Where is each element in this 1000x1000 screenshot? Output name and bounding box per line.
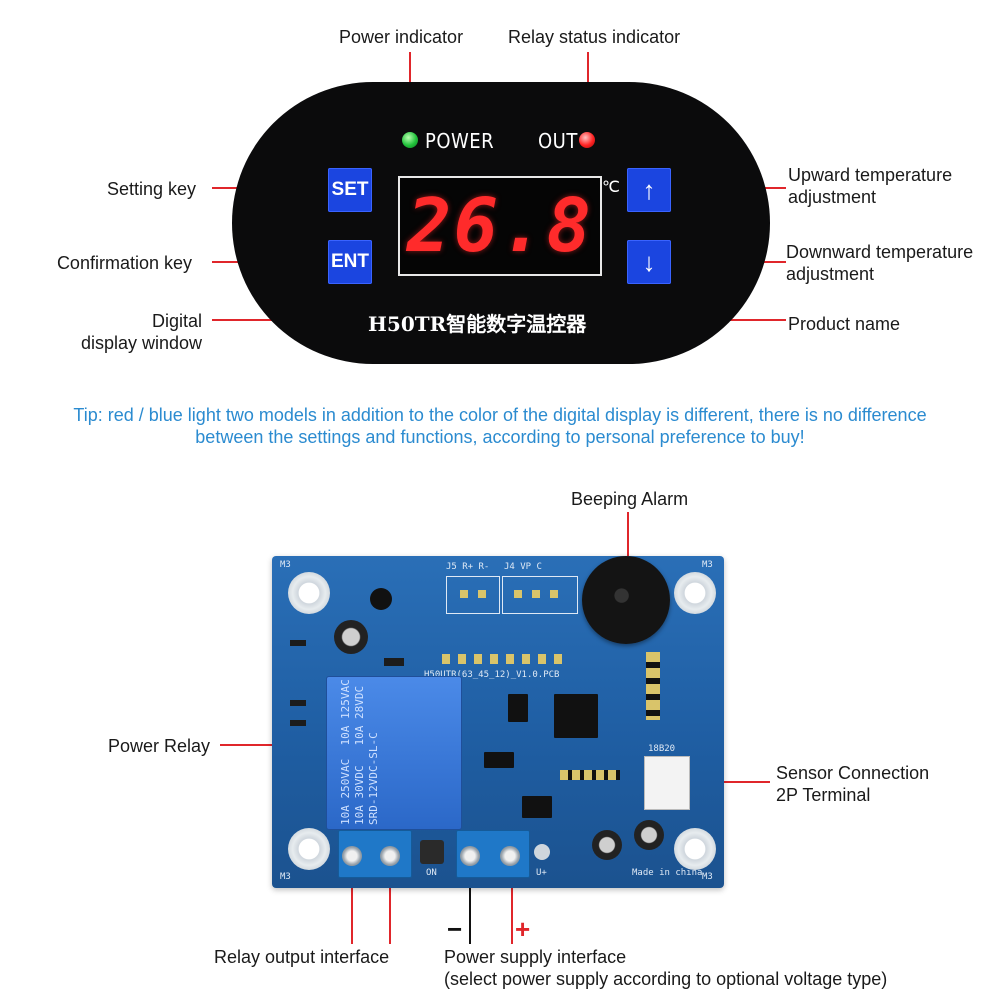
- power-led-icon: [402, 132, 418, 148]
- label-setting-key: Setting key: [106, 179, 196, 199]
- solder-pad: [534, 844, 550, 860]
- silk-j5: J5 R+ R-: [446, 562, 490, 572]
- transistor: [370, 588, 392, 610]
- smd-component: [384, 658, 404, 666]
- silk-u-plus: U+: [536, 868, 547, 878]
- smd-component: [290, 720, 306, 726]
- mount-hole-bottom-right: [674, 828, 716, 870]
- connector-j5-outline: [446, 576, 500, 614]
- positive-sign: +: [515, 914, 531, 944]
- label-power-supply-line1: Power supply interface: [444, 947, 627, 967]
- silk-m3-br: M3: [702, 872, 713, 882]
- silk-on: ON: [426, 868, 437, 878]
- connector-j4-outline: [502, 576, 578, 614]
- label-relay-status-indicator: Relay status indicator: [508, 27, 681, 47]
- temperature-readout: 26.8: [406, 183, 594, 269]
- capacitor-bottom-1: [592, 830, 622, 860]
- celsius-unit: ℃: [602, 179, 620, 196]
- out-label: OUT: [538, 129, 578, 153]
- power-positive-screw[interactable]: [500, 846, 520, 866]
- label-beeping-alarm: Beeping Alarm: [571, 489, 689, 509]
- label-upward-line2: adjustment: [788, 187, 877, 207]
- label-confirmation-key: Confirmation key: [56, 253, 192, 273]
- label-downward-line1: Downward temperature: [786, 242, 974, 262]
- mount-hole-top-left: [288, 572, 330, 614]
- capacitor-large: [334, 620, 368, 654]
- negative-sign: −: [447, 914, 463, 944]
- tip-line1: Tip: red / blue light two models in addi…: [73, 405, 927, 425]
- label-upward-line1: Upward temperature: [788, 165, 953, 185]
- label-product-name: Product name: [788, 314, 901, 334]
- label-digital-display-line1: Digital: [151, 311, 202, 331]
- ic-chip-small: [484, 752, 514, 768]
- relay-spec: 10A 250VAC 10A 125VAC 10A 30VDC 10A 28VD…: [339, 679, 380, 825]
- silk-m3-bl: M3: [280, 872, 291, 882]
- pin: [478, 590, 486, 598]
- out-led-icon: [579, 132, 595, 148]
- pin: [532, 590, 540, 598]
- ic-chip: [508, 694, 528, 722]
- label-relay-output: Relay output interface: [214, 947, 390, 967]
- silk-board-label: H50UTR(63_45_12)_V1.0.PCB: [424, 670, 560, 680]
- label-sensor-line1: Sensor Connection: [776, 763, 930, 783]
- digital-display-window: 26.8: [398, 176, 602, 276]
- silk-sensor: 18B20: [648, 744, 676, 754]
- ent-button[interactable]: ENT: [328, 240, 372, 284]
- power-negative-screw[interactable]: [460, 846, 480, 866]
- tip-line2: between the settings and functions, acco…: [195, 427, 805, 447]
- product-name-text: H50TR智能数字温控器: [368, 312, 587, 336]
- mount-hole-top-right: [674, 572, 716, 614]
- pin-header-mid: [560, 770, 620, 780]
- label-downward-line2: adjustment: [786, 264, 875, 284]
- regulator-chip: [522, 796, 552, 818]
- power-label: POWER: [425, 129, 495, 153]
- label-power-supply-line2: (select power supply according to option…: [444, 969, 888, 989]
- buzzer: [582, 556, 670, 644]
- pin-header-top: [442, 654, 562, 664]
- silk-made-in-china: Made in china: [632, 868, 703, 878]
- mount-hole-bottom-left: [288, 828, 330, 870]
- silk-m3-tl: M3: [280, 560, 291, 570]
- label-digital-display-line2: display window: [80, 333, 202, 353]
- capacitor-bottom-2: [634, 820, 664, 850]
- pin-header-right: [646, 652, 660, 720]
- pin: [514, 590, 522, 598]
- down-arrow-button[interactable]: ↓: [627, 240, 671, 284]
- sensor-connector: [644, 756, 690, 810]
- set-button[interactable]: SET: [328, 168, 372, 212]
- microcontroller-chip: [554, 694, 598, 738]
- led-component: [420, 840, 444, 864]
- relay-output-screw-1[interactable]: [342, 846, 362, 866]
- label-power-relay: Power Relay: [108, 736, 211, 756]
- smd-component: [290, 640, 306, 646]
- pin: [460, 590, 468, 598]
- up-arrow-button[interactable]: ↑: [627, 168, 671, 212]
- pin: [550, 590, 558, 598]
- power-relay: 10A 250VAC 10A 125VAC 10A 30VDC 10A 28VD…: [326, 676, 462, 830]
- silk-j4: J4 VP C: [504, 562, 542, 572]
- relay-output-screw-2[interactable]: [380, 846, 400, 866]
- label-sensor-line2: 2P Terminal: [776, 785, 871, 805]
- silk-m3-tr: M3: [702, 560, 713, 570]
- label-power-indicator: Power indicator: [339, 27, 464, 47]
- smd-component: [290, 700, 306, 706]
- relay-spec-text: 10A 250VAC 10A 125VAC 10A 30VDC 10A 28VD…: [339, 675, 381, 825]
